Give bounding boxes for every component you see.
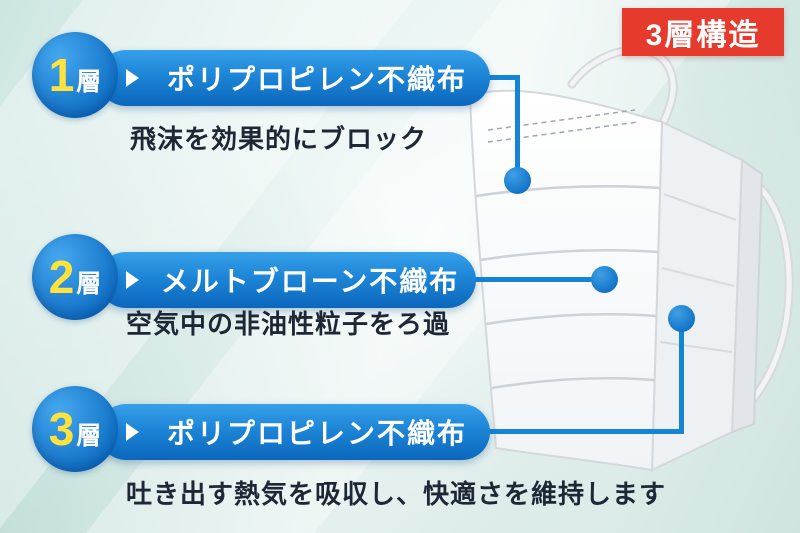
layer3-banner: ポリプロピレン不織布 bbox=[98, 404, 490, 460]
layer2-number: 2 bbox=[48, 251, 75, 303]
layer1-title: ポリプロピレン不織布 bbox=[166, 64, 467, 95]
layer2-banner: メルトブローン不織布 bbox=[98, 252, 476, 308]
title-badge-label: 3層構造 bbox=[645, 19, 761, 52]
connector-line-layer3 bbox=[679, 320, 684, 432]
layer2-description: 空気中の非油性粒子をろ過 bbox=[126, 309, 451, 339]
arrow-right-icon bbox=[126, 69, 139, 87]
connector-dot-layer2 bbox=[591, 266, 618, 293]
layer3-number: 3 bbox=[48, 403, 75, 455]
layer2-unit: 層 bbox=[76, 270, 102, 298]
connector-line-layer1 bbox=[486, 75, 520, 80]
layer3-description: 吐き出す熱気を吸収し、快適さを維持します bbox=[126, 479, 667, 509]
connector-line-layer2 bbox=[474, 277, 604, 282]
connector-dot-layer3 bbox=[668, 305, 695, 332]
layer3-title: ポリプロピレン不織布 bbox=[166, 418, 467, 449]
layer1-description: 飛沫を効果的にブロック bbox=[130, 124, 428, 154]
connector-line-layer1 bbox=[515, 75, 520, 173]
layer1-circle: 1 層 bbox=[32, 32, 118, 118]
arrow-right-icon bbox=[126, 423, 139, 441]
layer2-circle: 2 層 bbox=[32, 234, 118, 320]
title-badge: 3層構造 bbox=[622, 8, 784, 56]
layer3-unit: 層 bbox=[76, 422, 102, 450]
layer1-number: 1 bbox=[48, 49, 75, 101]
layer1-banner: ポリプロピレン不織布 bbox=[98, 50, 490, 106]
layer2-title: メルトブローン不織布 bbox=[160, 266, 460, 297]
connector-line-layer3 bbox=[486, 429, 684, 434]
arrow-right-icon bbox=[126, 271, 139, 289]
connector-dot-layer1 bbox=[504, 167, 531, 194]
layer1-unit: 層 bbox=[76, 68, 102, 96]
layer3-circle: 3 層 bbox=[32, 386, 118, 472]
